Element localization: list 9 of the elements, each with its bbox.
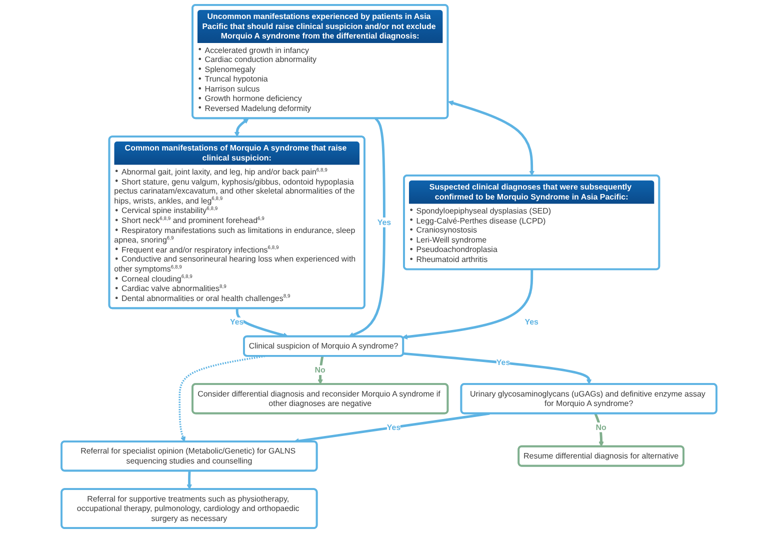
- arrow: [236, 308, 289, 338]
- arrow: [448, 100, 535, 176]
- arrow: [186, 470, 192, 490]
- arrow: [318, 356, 324, 385]
- arrow: [403, 352, 592, 385]
- arrow: [348, 118, 386, 338]
- arrow: [178, 355, 265, 442]
- arrow: [402, 270, 534, 340]
- arrow: [234, 118, 249, 138]
